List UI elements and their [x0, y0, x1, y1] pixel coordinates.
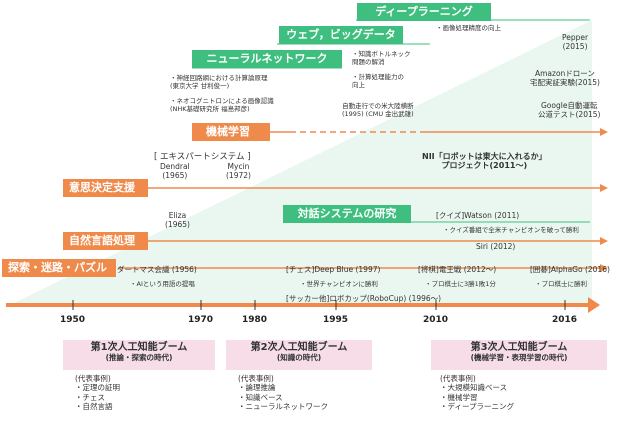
- deep-learning-note: ・画像処理精度の向上: [436, 24, 501, 32]
- neural-network-box: ニューラルネットワーク: [192, 50, 342, 68]
- nii-event: NII「ロボットは東大に入れるか」 プロジェクト(2011～): [422, 152, 547, 171]
- ryuo-event: [将棋]電王戦 (2012～): [418, 265, 497, 274]
- example-item: 論理推論: [238, 383, 328, 392]
- example-item: 機械学習: [440, 393, 514, 402]
- nn-note-1: ・神経回路網における計算論原理 (東京大学 甘利俊一): [170, 74, 268, 91]
- example-item: 知識ベース: [238, 393, 328, 402]
- dendral-event: Dendral (1965): [160, 162, 190, 180]
- year-2016: 2016: [552, 315, 578, 325]
- siri-event: Siri (2012): [476, 242, 516, 251]
- nn-note-2: ・ネオコグニトロンによる画像認識 (NHK基礎研究所 福島邦彦): [170, 97, 274, 114]
- machine-learning-box: 機械学習: [192, 123, 270, 141]
- amazon-event: Amazonドローン 宅配実証実験(2015): [530, 69, 600, 87]
- example-item: ディープラーニング: [440, 402, 515, 411]
- expert-system-label: [ エキスパートシステム ]: [154, 152, 251, 162]
- web-note-2: ・計算処理能力の 向上: [352, 73, 404, 90]
- example-item: 自然言語: [75, 402, 120, 411]
- year-1995: 1995: [323, 315, 349, 325]
- watson-event: [クイズ]Watson (2011): [436, 211, 520, 220]
- deepblue-note: ・世界チャンピオンに勝利: [300, 280, 378, 288]
- second-boom-box: 第2次人工知能ブーム (知識の時代): [226, 340, 372, 370]
- search-label: 探索・迷路・パズル: [2, 259, 116, 277]
- second-boom-title: 第2次人工知能ブーム: [250, 342, 348, 353]
- mycin-event: Mycin (1972): [226, 162, 251, 180]
- web-bigdata-box: ウェブ，ビッグデータ: [279, 26, 403, 44]
- year-1970: 1970: [188, 315, 214, 325]
- year-1950: 1950: [60, 315, 86, 325]
- deepblue-event: [チェス]Deep Blue (1997): [286, 265, 381, 274]
- second-boom-sub: (知識の時代): [276, 353, 322, 362]
- ryuo-note: ・プロ棋士に3勝1敗1分: [425, 280, 496, 288]
- third-boom-sub: (機械学習・表現学習の時代): [470, 353, 568, 362]
- dartmouth-event: ダートマス会議 (1956): [117, 265, 197, 274]
- third-boom-box: 第3次人工知能ブーム (機械学習・表現学習の時代): [431, 340, 607, 370]
- example-item: 大規模知識ベース: [440, 383, 514, 392]
- dartmouth-note: ・AIという用語の提唱: [130, 280, 195, 288]
- cmu-note: 自動走行での米大陸横断 (1995) (CMU 金出武雄): [342, 102, 414, 119]
- deep-learning-box: ディープラーニング: [357, 3, 491, 21]
- year-2010: 2010: [423, 315, 449, 325]
- second-boom-examples: (代表事例) 論理推論 知識ベース ニューラルネットワーク: [238, 374, 328, 412]
- example-item: 定理の証明: [75, 383, 121, 392]
- first-boom-title: 第1次人工知能ブーム: [90, 342, 188, 353]
- first-boom-sub: (推論・探索の時代): [105, 353, 173, 362]
- google-event: Google自動運転 公道テスト(2015): [538, 101, 601, 119]
- web-note-1: ・知識ボトルネック 問題の解消: [352, 50, 411, 67]
- pepper-event: Pepper (2015): [562, 33, 589, 51]
- first-boom-box: 第1次人工知能ブーム (推論・探索の時代): [63, 340, 215, 370]
- third-boom-title: 第3次人工知能ブーム: [470, 342, 568, 353]
- examples-heading: (代表事例): [238, 374, 274, 383]
- year-1980: 1980: [242, 315, 268, 325]
- examples-heading: (代表事例): [440, 374, 476, 383]
- decision-support-label: 意思決定支援: [63, 179, 148, 197]
- example-item: チェス: [75, 393, 120, 402]
- watson-note: ・クイズ番組で全米チャンピオンを破って勝利: [443, 226, 579, 234]
- example-item: ニューラルネットワーク: [238, 402, 329, 411]
- eliza-event: Eliza (1965): [165, 211, 190, 229]
- nlp-label: 自然言語処理: [63, 232, 148, 250]
- first-boom-examples: (代表事例) 定理の証明 チェス 自然言語: [75, 374, 120, 412]
- dialogue-research-box: 対話システムの研究: [283, 205, 411, 223]
- alphago-note: ・プロ棋士に勝利: [535, 280, 587, 288]
- timeline-arrowhead: [588, 297, 600, 313]
- third-boom-examples: (代表事例) 大規模知識ベース 機械学習 ディープラーニング: [440, 374, 514, 412]
- robocup-event: [サッカー他]ロボカップ(RoboCup) (1996～): [286, 294, 442, 303]
- growth-triangle: [10, 20, 592, 305]
- alphago-event: [囲碁]AlphaGo (2016): [530, 265, 610, 274]
- examples-heading: (代表事例): [75, 374, 111, 383]
